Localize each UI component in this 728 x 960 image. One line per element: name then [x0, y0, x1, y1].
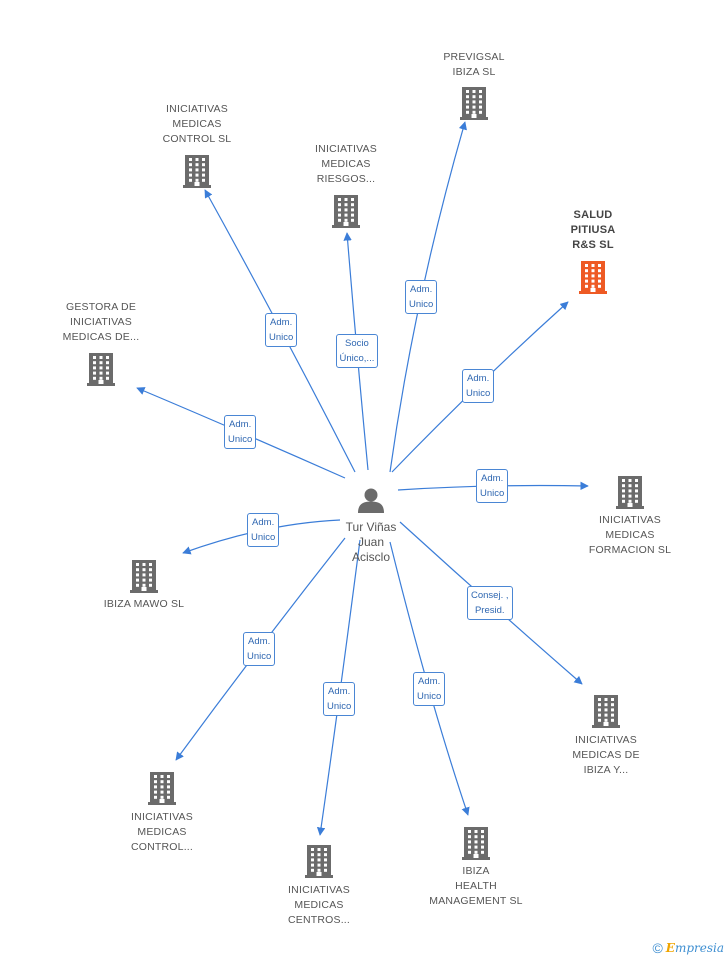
relation-label-line: Presid.: [474, 605, 505, 616]
relation-label-line: Adm.: [229, 419, 252, 430]
relation-label-line: Unico: [228, 434, 253, 445]
building-icon[interactable]: [459, 86, 489, 125]
company-label-control-2[interactable]: INICIATIVAS MEDICAS CONTROL...: [87, 810, 237, 855]
relation-label-line: Unico: [409, 299, 434, 310]
building-icon[interactable]: [461, 826, 491, 865]
relation-label-line: Unico: [466, 388, 491, 399]
relation-label-line: Adm.: [248, 636, 271, 647]
relation-label-control-sl[interactable]: Adm. Unico: [265, 313, 298, 347]
company-label-line: CENTROS...: [287, 914, 351, 926]
company-label-line: MANAGEMENT SL: [429, 895, 523, 907]
relation-label-gestora[interactable]: Adm. Unico: [224, 415, 257, 449]
company-label-previgsal[interactable]: PREVIGSAL IBIZA SL: [399, 50, 549, 80]
relation-label-salud-pitiusa[interactable]: Adm. Unico: [462, 369, 495, 403]
building-icon[interactable]: [86, 352, 116, 391]
person-name-line: Tur Viñas: [345, 520, 397, 534]
relation-label-health[interactable]: Adm. Unico: [413, 672, 446, 706]
company-label-line: CONTROL...: [130, 841, 194, 853]
copyright-symbol: ©: [652, 940, 663, 956]
company-label-line: INICIATIVAS: [131, 811, 193, 823]
company-label-line: INICIATIVAS: [315, 143, 377, 155]
company-label-formacion[interactable]: INICIATIVAS MEDICAS FORMACION SL: [555, 513, 705, 558]
relation-label-line: Unico: [251, 532, 276, 543]
relation-label-line: Único,...: [339, 353, 375, 364]
company-label-line: MEDICAS: [294, 899, 344, 911]
company-label-line: MEDICAS: [137, 826, 187, 838]
building-icon[interactable]: [578, 260, 608, 299]
company-label-line: IBIZA Y...: [583, 764, 629, 776]
company-label-line: PREVIGSAL: [443, 51, 505, 63]
company-label-ibiza-y[interactable]: INICIATIVAS MEDICAS DE IBIZA Y...: [531, 733, 681, 778]
relation-label-line: Adm.: [467, 373, 490, 384]
company-label-line: INICIATIVAS: [288, 884, 350, 896]
building-icon[interactable]: [615, 475, 645, 514]
company-label-riesgos[interactable]: INICIATIVAS MEDICAS RIESGOS...: [271, 142, 421, 187]
relation-label-line: Unico: [480, 488, 505, 499]
brand-name: mpresia: [674, 941, 724, 955]
building-icon[interactable]: [331, 194, 361, 233]
company-label-line: MEDICAS DE...: [62, 331, 140, 343]
company-label-line: MEDICAS: [605, 529, 655, 541]
relation-label-mawo[interactable]: Adm. Unico: [247, 513, 280, 547]
person-name-line: Juan: [357, 535, 385, 549]
relation-label-centros[interactable]: Adm. Unico: [323, 682, 356, 716]
relation-label-formacion[interactable]: Adm. Unico: [476, 469, 509, 503]
relation-label-line: Adm.: [481, 473, 504, 484]
company-label-line: INICIATIVAS: [70, 316, 132, 328]
company-label-line: R&S SL: [572, 239, 614, 251]
company-label-line: RIESGOS...: [316, 173, 376, 185]
company-label-line: SALUD: [573, 209, 613, 221]
company-label-centros[interactable]: INICIATIVAS MEDICAS CENTROS...: [244, 883, 394, 928]
relation-label-line: Adm.: [270, 317, 293, 328]
relation-label-line: Unico: [247, 651, 272, 662]
relation-label-line: Adm.: [418, 676, 441, 687]
company-label-health[interactable]: IBIZA HEALTH MANAGEMENT SL: [401, 864, 551, 909]
relation-label-line: Unico: [269, 332, 294, 343]
company-label-salud-pitiusa[interactable]: SALUD PITIUSA R&S SL: [518, 208, 668, 253]
building-icon[interactable]: [182, 154, 212, 193]
relation-label-line: Unico: [417, 691, 442, 702]
relation-label-line: Adm.: [410, 284, 433, 295]
building-icon[interactable]: [591, 694, 621, 733]
company-label-line: MEDICAS DE: [572, 749, 640, 761]
brand-initial: E: [665, 941, 675, 955]
company-label-line: IBIZA MAWO SL: [103, 598, 185, 610]
company-label-line: MEDICAS: [172, 118, 222, 130]
relation-label-control-2[interactable]: Adm. Unico: [243, 632, 276, 666]
company-label-line: INICIATIVAS: [166, 103, 228, 115]
company-label-control-sl[interactable]: INICIATIVAS MEDICAS CONTROL SL: [122, 102, 272, 147]
person-icon[interactable]: [357, 486, 385, 519]
company-label-line: PITIUSA: [570, 224, 616, 236]
footer-brand[interactable]: © E mpresia: [652, 940, 724, 956]
company-label-mawo[interactable]: IBIZA MAWO SL: [69, 597, 219, 612]
relation-label-ibiza-y[interactable]: Consej. , Presid.: [467, 586, 513, 620]
building-icon[interactable]: [147, 771, 177, 810]
company-label-line: HEALTH: [455, 880, 497, 892]
company-label-line: MEDICAS: [321, 158, 371, 170]
company-label-line: GESTORA DE: [65, 301, 137, 313]
company-label-line: FORMACION SL: [588, 544, 672, 556]
company-label-line: INICIATIVAS: [599, 514, 661, 526]
company-label-line: IBIZA SL: [452, 66, 496, 78]
relation-label-line: Unico: [327, 701, 352, 712]
relation-label-line: Adm.: [252, 517, 275, 528]
company-label-gestora[interactable]: GESTORA DE INICIATIVAS MEDICAS DE...: [26, 300, 176, 345]
person-name-line: Acisclo: [351, 550, 390, 564]
company-label-line: INICIATIVAS: [575, 734, 637, 746]
building-icon[interactable]: [304, 844, 334, 883]
company-label-line: IBIZA: [462, 865, 490, 877]
company-label-line: CONTROL SL: [162, 133, 232, 145]
relation-label-line: Adm.: [328, 686, 351, 697]
relation-label-line: Consej. ,: [471, 590, 509, 601]
building-icon[interactable]: [129, 559, 159, 598]
relation-label-previgsal[interactable]: Adm. Unico: [405, 280, 438, 314]
relation-label-line: Socio: [345, 338, 369, 349]
